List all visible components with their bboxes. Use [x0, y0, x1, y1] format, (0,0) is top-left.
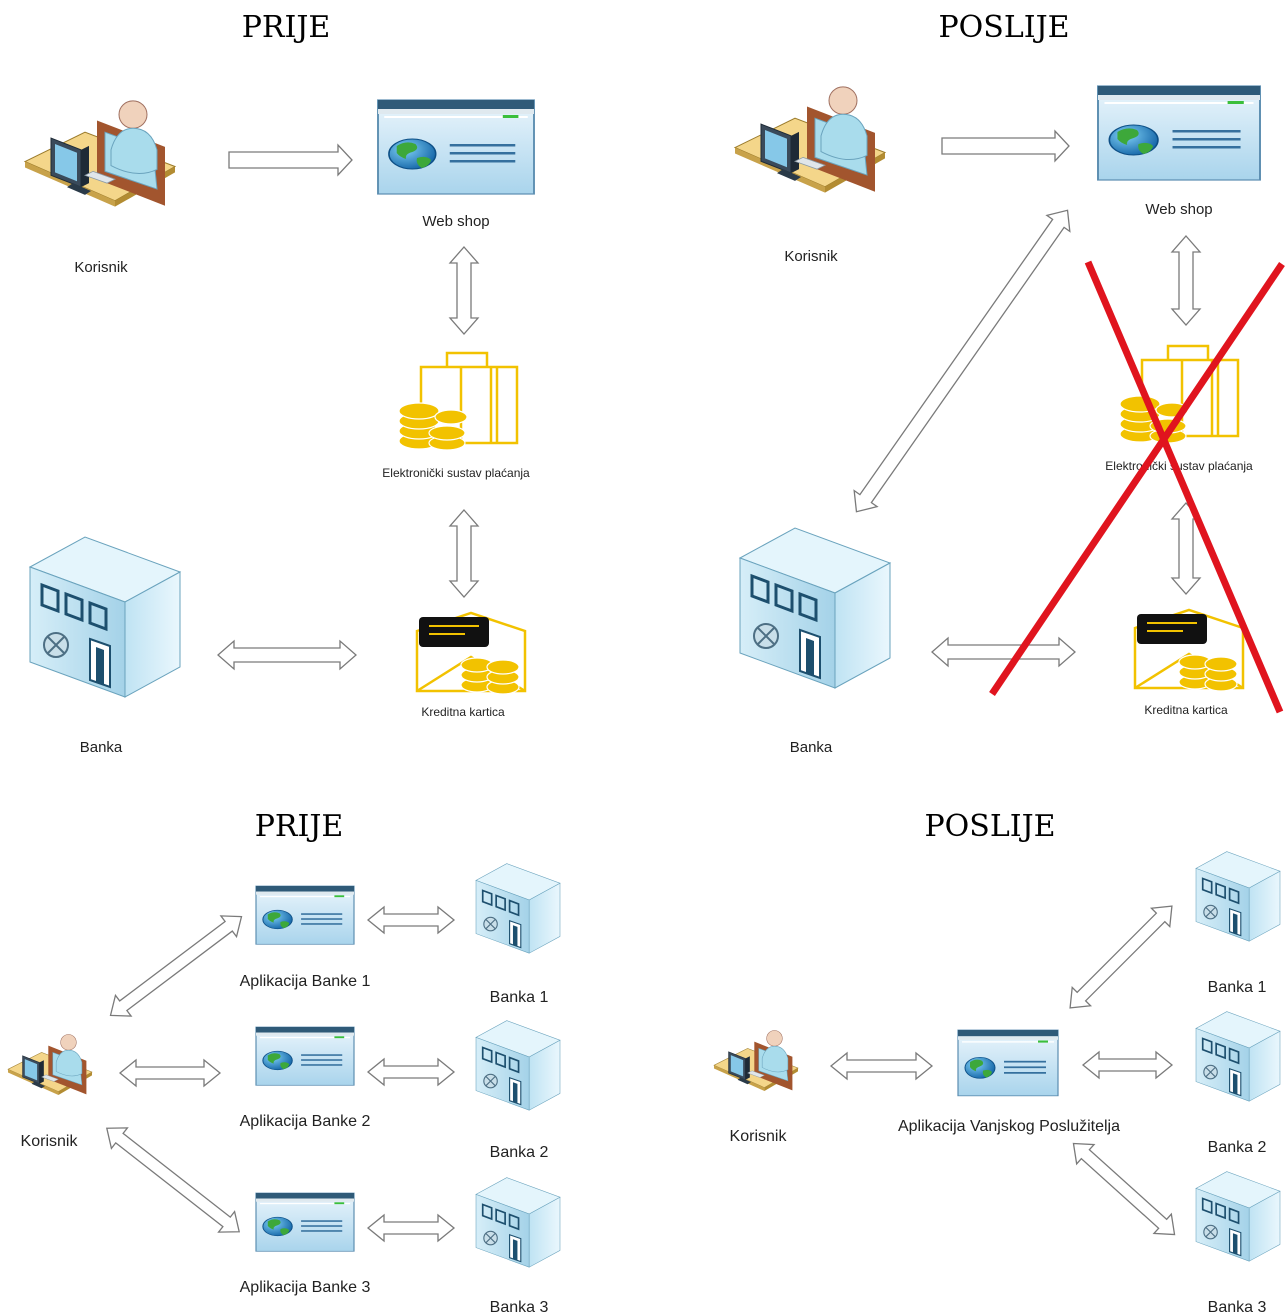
user-label: Korisnik [74, 259, 128, 276]
user-icon [734, 86, 886, 194]
payment-icon [397, 351, 519, 452]
app-bank-2-label: Aplikacija Banke 2 [240, 1113, 371, 1130]
panel-bottom-right: POSLIJE Korisnik Aplikacija Vanjskog Pos… [713, 809, 1281, 1315]
bank-2-icon [475, 1019, 561, 1112]
arrow-payment-card [448, 509, 480, 598]
heading-prije-bottom: PRIJE [255, 809, 344, 844]
arrow-webshop-payment [1170, 235, 1202, 326]
arrow-bank-card [931, 636, 1076, 668]
app-bank-1-label: Aplikacija Banke 1 [240, 973, 371, 990]
credit-card-label: Kreditna kartica [1144, 703, 1228, 717]
bank-1-icon [1195, 850, 1281, 943]
arrow-user-app [829, 1051, 934, 1081]
credit-card-label: Kreditna kartica [421, 705, 505, 719]
bank-3-icon [475, 1176, 561, 1269]
user-icon [24, 100, 176, 208]
panel-bottom-left: PRIJE Korisnik Aplikacija Banke 1 Aplika… [7, 809, 561, 1315]
user-label: Korisnik [784, 248, 838, 265]
panel-top-right: POSLIJE Korisnik Web shop Elektronički s… [734, 10, 1285, 756]
arrow-app3-bank3 [366, 1213, 456, 1243]
bank-2-label: Banka 2 [1208, 1139, 1267, 1156]
bank-icon [738, 526, 892, 690]
arrow-app1-bank1 [366, 905, 456, 935]
credit-card-icon [415, 611, 527, 696]
bank-3-icon [1195, 1170, 1281, 1263]
arrow-bank-card [217, 639, 357, 671]
arrow-user-to-webshop [941, 129, 1070, 163]
bank-label: Banka [790, 739, 833, 756]
credit-card-icon [1133, 608, 1245, 693]
webshop-icon [1097, 85, 1261, 181]
bank-3-label: Banka 3 [490, 1299, 549, 1315]
arrow-user-app1 [109, 915, 243, 1017]
user-icon [7, 1034, 93, 1096]
payment-label: Elektronički sustav plaćanja [382, 466, 530, 480]
arrow-app2-bank2 [366, 1057, 456, 1087]
app-bank-3-label: Aplikacija Banke 3 [240, 1279, 371, 1296]
heading-poslije-top: POSLIJE [938, 10, 1069, 45]
bank-2-label: Banka 2 [490, 1144, 549, 1161]
bank-1-label: Banka 1 [490, 989, 549, 1006]
user-label: Korisnik [730, 1128, 788, 1145]
user-icon [713, 1030, 799, 1092]
arrow-user-app2 [118, 1058, 222, 1088]
arrow-user-to-webshop [228, 143, 353, 177]
red-cross-mark [989, 260, 1285, 714]
webshop-icon [377, 99, 535, 195]
bank-3-label: Banka 3 [1208, 1299, 1267, 1315]
webshop-label: Web shop [422, 213, 489, 230]
bank-1-icon [475, 862, 561, 955]
app-bank-1-icon [255, 885, 355, 945]
user-label: Korisnik [21, 1133, 79, 1150]
arrow-app-bank2 [1081, 1050, 1174, 1080]
bank-icon [28, 535, 182, 699]
app-bank-3-icon [255, 1192, 355, 1252]
bank-2-icon [1195, 1010, 1281, 1103]
heading-poslije-bottom: POSLIJE [924, 809, 1055, 844]
external-app-label: Aplikacija Vanjskog Poslužitelja [898, 1118, 1120, 1135]
bank-1-label: Banka 1 [1208, 979, 1267, 996]
arrow-webshop-payment [448, 246, 480, 335]
arrow-app-bank1 [1069, 905, 1173, 1009]
heading-prije-top: PRIJE [242, 10, 331, 45]
webshop-label: Web shop [1145, 201, 1212, 218]
panel-top-left: PRIJE Korisnik Web shop Elektronički sus… [24, 10, 535, 756]
bank-label: Banka [80, 739, 123, 756]
arrow-bank-webshop [853, 209, 1071, 513]
arrow-app-bank3 [1072, 1142, 1176, 1236]
arrow-user-app3 [105, 1127, 241, 1233]
external-app-icon [957, 1029, 1059, 1097]
app-bank-2-icon [255, 1026, 355, 1086]
